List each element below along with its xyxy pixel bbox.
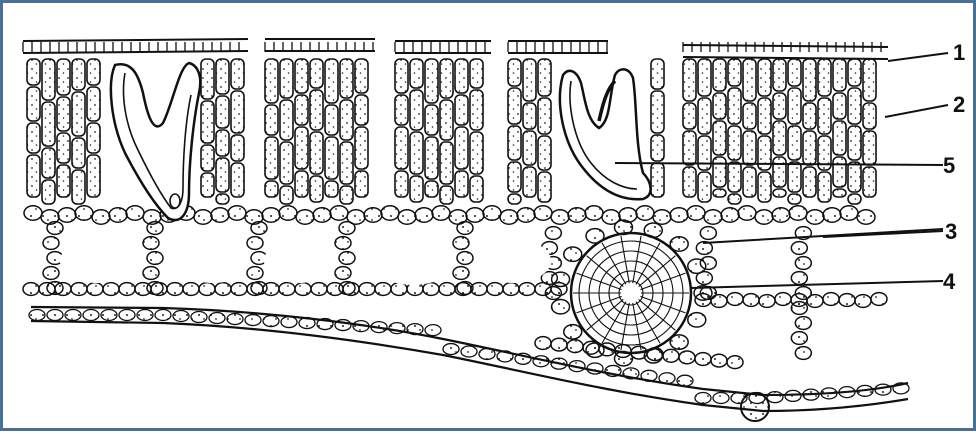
sclereid-left	[111, 63, 200, 220]
vascular-bundle	[571, 233, 691, 353]
leader-4	[691, 281, 943, 288]
leader-1	[888, 53, 948, 61]
label-4: 4	[943, 269, 956, 294]
upper-epidermis	[23, 39, 888, 59]
leaf-cross-section-diagram: 1 2 5 3 4	[3, 3, 976, 434]
label-3: 3	[945, 219, 957, 244]
leader-2	[885, 105, 948, 117]
air-spaces	[60, 237, 551, 285]
label-1: 1	[953, 40, 965, 65]
sclereid-right	[560, 69, 651, 199]
label-2: 2	[953, 92, 965, 117]
leader-5	[615, 163, 943, 165]
lower-epidermis	[29, 307, 909, 421]
label-5: 5	[943, 153, 955, 178]
